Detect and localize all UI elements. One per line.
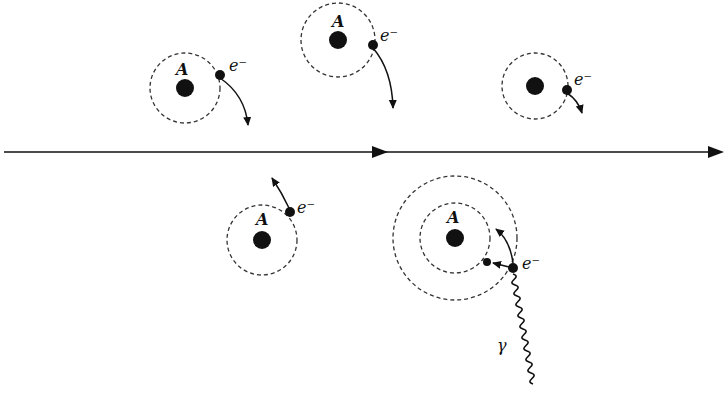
electron-label: e⁻	[229, 56, 247, 75]
nucleus-label: A	[176, 60, 188, 79]
electron-label: e⁻	[297, 198, 315, 217]
arrow-head	[708, 146, 724, 158]
electron-label: e⁻	[574, 70, 592, 89]
nucleus-label: A	[332, 12, 344, 31]
nucleus-label: A	[447, 208, 459, 227]
electron-label: e⁻	[522, 254, 540, 273]
photon-wave	[512, 274, 534, 384]
photon-label: γ	[497, 336, 507, 355]
electron-label: e⁻	[380, 26, 398, 45]
arrow-head	[372, 146, 388, 158]
axis-line	[4, 151, 720, 153]
nucleus-label: A	[256, 210, 268, 229]
